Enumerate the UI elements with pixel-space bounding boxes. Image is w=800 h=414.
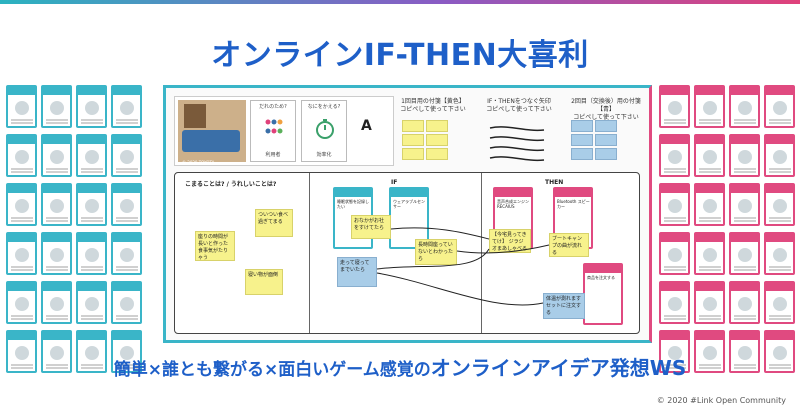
- sticky-note[interactable]: 長時間座っていないとわかったら: [415, 239, 457, 265]
- if-card[interactable]: [41, 134, 72, 177]
- if-card[interactable]: [111, 330, 142, 373]
- then-card-grid: [659, 85, 795, 373]
- if-card[interactable]: [6, 183, 37, 226]
- then-card[interactable]: [694, 232, 725, 275]
- if-card[interactable]: [6, 134, 37, 177]
- if-card[interactable]: [6, 330, 37, 373]
- then-card[interactable]: [764, 183, 795, 226]
- if-card[interactable]: [41, 183, 72, 226]
- if-card[interactable]: [76, 330, 107, 373]
- sticky-note[interactable]: おなかがお社をすけてたら: [351, 215, 391, 239]
- instr-if-sticky: 1回目用の付箋【黄色】コピペして使って下さい: [400, 98, 466, 113]
- yellow-sticky-pad[interactable]: [426, 148, 448, 160]
- if-card[interactable]: [76, 85, 107, 128]
- what-glyph-card: A: [347, 100, 391, 162]
- then-card[interactable]: [729, 134, 760, 177]
- what-card[interactable]: なにをかえる? 効率化: [301, 100, 347, 162]
- blue-sticky-pad[interactable]: [595, 148, 617, 160]
- sticky-note[interactable]: 寝い物が面倒: [245, 269, 283, 295]
- instr-arrow: IF・THENをつなぐ矢印コピペして使って下さい: [486, 98, 552, 113]
- connector-arrows[interactable]: [488, 122, 548, 162]
- if-card[interactable]: [41, 85, 72, 128]
- if-card[interactable]: [111, 281, 142, 324]
- blue-sticky-pad[interactable]: [595, 134, 617, 146]
- then-card[interactable]: [694, 281, 725, 324]
- sticky-note[interactable]: ついつい食べ過ぎてまる: [255, 209, 293, 237]
- yellow-sticky-pad[interactable]: [426, 134, 448, 146]
- sticky-note[interactable]: ブートキャンプの曲が流れる: [549, 233, 589, 257]
- then-card[interactable]: [659, 85, 690, 128]
- blue-sticky-pad[interactable]: [595, 120, 617, 132]
- sticky-note[interactable]: 【今宅見ってきてけ】 ジラジオまあしゃべる: [489, 229, 531, 253]
- then-card[interactable]: [659, 281, 690, 324]
- if-card[interactable]: [6, 85, 37, 128]
- if-card[interactable]: [76, 134, 107, 177]
- if-card[interactable]: [76, 183, 107, 226]
- then-card[interactable]: [764, 85, 795, 128]
- idea-workspace[interactable]: こまることは? / うれしいことは? IF THEN ついつい食べ過ぎてまる 座…: [174, 172, 640, 334]
- top-gradient-bar: [0, 0, 800, 4]
- then-card[interactable]: [694, 183, 725, 226]
- col-if-header: IF: [391, 179, 398, 186]
- idea-connectors: [376, 227, 550, 306]
- if-card[interactable]: [76, 232, 107, 275]
- if-card[interactable]: [6, 281, 37, 324]
- who-card[interactable]: だれのため? 利用者: [250, 100, 296, 162]
- then-card[interactable]: [694, 85, 725, 128]
- sticky-note[interactable]: 座りの時間が長いと作った食事気がたりゃう: [195, 231, 235, 261]
- blue-sticky-pad[interactable]: [571, 120, 593, 132]
- col-then-header: THEN: [545, 179, 564, 186]
- sticky-note-blue[interactable]: 走って寝ってまでいたら: [337, 257, 377, 287]
- if-card[interactable]: [111, 183, 142, 226]
- if-card[interactable]: [111, 134, 142, 177]
- then-card[interactable]: [694, 134, 725, 177]
- if-card[interactable]: [41, 281, 72, 324]
- then-card[interactable]: [764, 330, 795, 373]
- page-title: オンラインIF-THEN大喜利: [211, 38, 589, 73]
- col-pain-header: こまることは? / うれしいことは?: [185, 181, 277, 188]
- then-card[interactable]: [729, 232, 760, 275]
- then-card[interactable]: [659, 134, 690, 177]
- yellow-sticky-pad[interactable]: [402, 134, 424, 146]
- then-card[interactable]: [764, 232, 795, 275]
- page-subtitle: 簡単×誰とも繋がる×面白いゲーム感覚のオンラインアイデア発想WS: [113, 356, 687, 380]
- then-card[interactable]: [729, 183, 760, 226]
- blue-sticky-pad[interactable]: [571, 134, 593, 146]
- if-card[interactable]: [111, 232, 142, 275]
- yellow-sticky-pad[interactable]: [426, 120, 448, 132]
- yellow-sticky-pad[interactable]: [402, 120, 424, 132]
- then-card[interactable]: [729, 281, 760, 324]
- whiteboard[interactable]: © 2020 TOYOTA だれのため? 利用者 なにをかえる? 効率化 A 1…: [163, 85, 652, 343]
- then-card[interactable]: [694, 330, 725, 373]
- blue-sticky-pad[interactable]: [571, 148, 593, 160]
- col-divider: [309, 173, 310, 333]
- instr-then-sticky: 2回目（交換後）用の付箋【青】コピペして使って下さい: [571, 98, 641, 121]
- scene-photo: © 2020 TOYOTA: [178, 100, 246, 165]
- stopwatch-icon: [316, 119, 334, 139]
- then-card[interactable]: [659, 330, 690, 373]
- scene-cards: © 2020 TOYOTA だれのため? 利用者 なにをかえる? 効率化 A: [174, 96, 394, 166]
- if-card-wearable[interactable]: ウェアラブルセンサー: [389, 187, 429, 249]
- then-card[interactable]: [659, 232, 690, 275]
- if-card[interactable]: [41, 330, 72, 373]
- then-card[interactable]: [659, 183, 690, 226]
- copyright: © 2020 #Link Open Community: [656, 396, 786, 405]
- yellow-sticky-pad[interactable]: [402, 148, 424, 160]
- then-card[interactable]: [764, 134, 795, 177]
- then-card[interactable]: [729, 330, 760, 373]
- if-card[interactable]: [76, 281, 107, 324]
- if-card[interactable]: [111, 85, 142, 128]
- if-card[interactable]: [6, 232, 37, 275]
- sticky-note-blue[interactable]: 体温が測れますセットに注文する: [543, 293, 585, 319]
- then-card[interactable]: [764, 281, 795, 324]
- people-icon: [265, 119, 283, 134]
- if-card[interactable]: [41, 232, 72, 275]
- if-card-grid: [6, 85, 142, 373]
- then-card[interactable]: [729, 85, 760, 128]
